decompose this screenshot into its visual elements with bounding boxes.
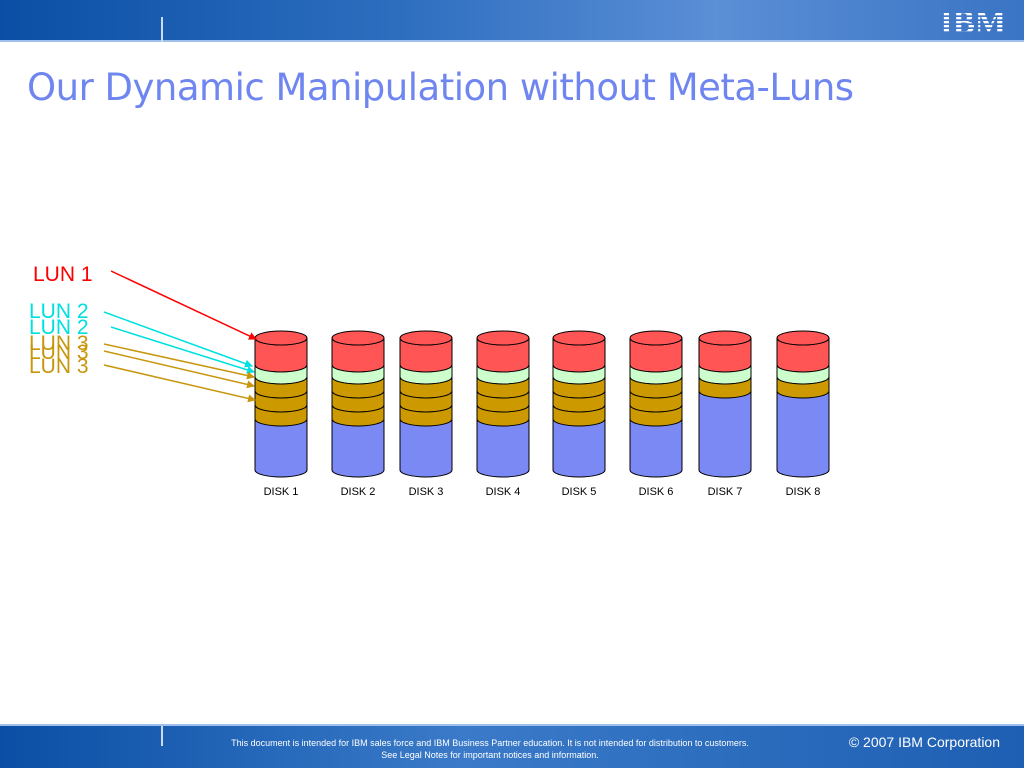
disk-4: DISK 4 [476, 330, 530, 498]
legal-notice: This document is intended for IBM sales … [170, 737, 810, 761]
header-bar [0, 0, 1024, 42]
lun2a-label: LUN 2 [29, 300, 89, 323]
lun2b-arrow [110, 326, 255, 374]
legal-line-1: This document is intended for IBM sales … [231, 738, 749, 748]
lun3a-arrow [103, 343, 255, 380]
disk-top-cap [254, 330, 308, 346]
disk-top-cap [476, 330, 530, 346]
lun1-label: LUN 1 [33, 263, 93, 286]
lun3c-label: LUN 3 [29, 355, 89, 378]
disk-label: DISK 1 [264, 486, 299, 498]
disk-top-cap [629, 330, 683, 346]
disk-7: DISK 7 [698, 330, 752, 498]
disk-label: DISK 4 [486, 486, 521, 498]
disk-top-cap [552, 330, 606, 346]
disk-3: DISK 3 [399, 330, 453, 498]
slide-title: Our Dynamic Manipulation without Meta-Lu… [27, 66, 854, 109]
disk-label: DISK 7 [708, 486, 743, 498]
svg-text:IBM: IBM [940, 5, 1006, 37]
disk-stripe-gold [399, 404, 453, 427]
lun3c-arrow [103, 364, 256, 403]
disk-5: DISK 5 [552, 330, 606, 498]
lun3b-label: LUN 3 [29, 341, 89, 364]
copyright: © 2007 IBM Corporation [848, 734, 1000, 750]
disk-stripe-gold [331, 404, 385, 427]
disk-stripe-gold [254, 404, 308, 427]
ibm-logo: IBM [940, 5, 1006, 37]
disk-top-cap [331, 330, 385, 346]
disk-label: DISK 2 [341, 486, 376, 498]
legal-line-2: See Legal Notes for important notices an… [381, 750, 599, 760]
disk-stripe-gold [698, 376, 752, 399]
disk-8: DISK 8 [776, 330, 830, 498]
lun3b-arrow [103, 350, 255, 389]
footer-divider [161, 726, 163, 746]
disk-top-cap [399, 330, 453, 346]
disk-top-cap [698, 330, 752, 346]
lun3a-label: LUN 3 [29, 332, 89, 355]
footer-bar [0, 724, 1024, 768]
disk-6: DISK 6 [629, 330, 683, 498]
disk-1: DISK 1 [254, 330, 308, 498]
disk-stripe-gold [776, 376, 830, 399]
disk-label: DISK 6 [639, 486, 674, 498]
disk-label: DISK 5 [562, 486, 597, 498]
disk-label: DISK 8 [786, 486, 821, 498]
disk-2: DISK 2 [331, 330, 385, 498]
lun2b-label: LUN 2 [29, 316, 89, 339]
disk-top-cap [776, 330, 830, 346]
header-divider [161, 17, 163, 42]
lun2a-arrow [103, 311, 253, 368]
disk-stripe-gold [629, 404, 683, 427]
disk-stripe-gold [476, 404, 530, 427]
lun1-arrow [110, 270, 257, 340]
disk-label: DISK 3 [409, 486, 444, 498]
disk-stripe-gold [552, 404, 606, 427]
